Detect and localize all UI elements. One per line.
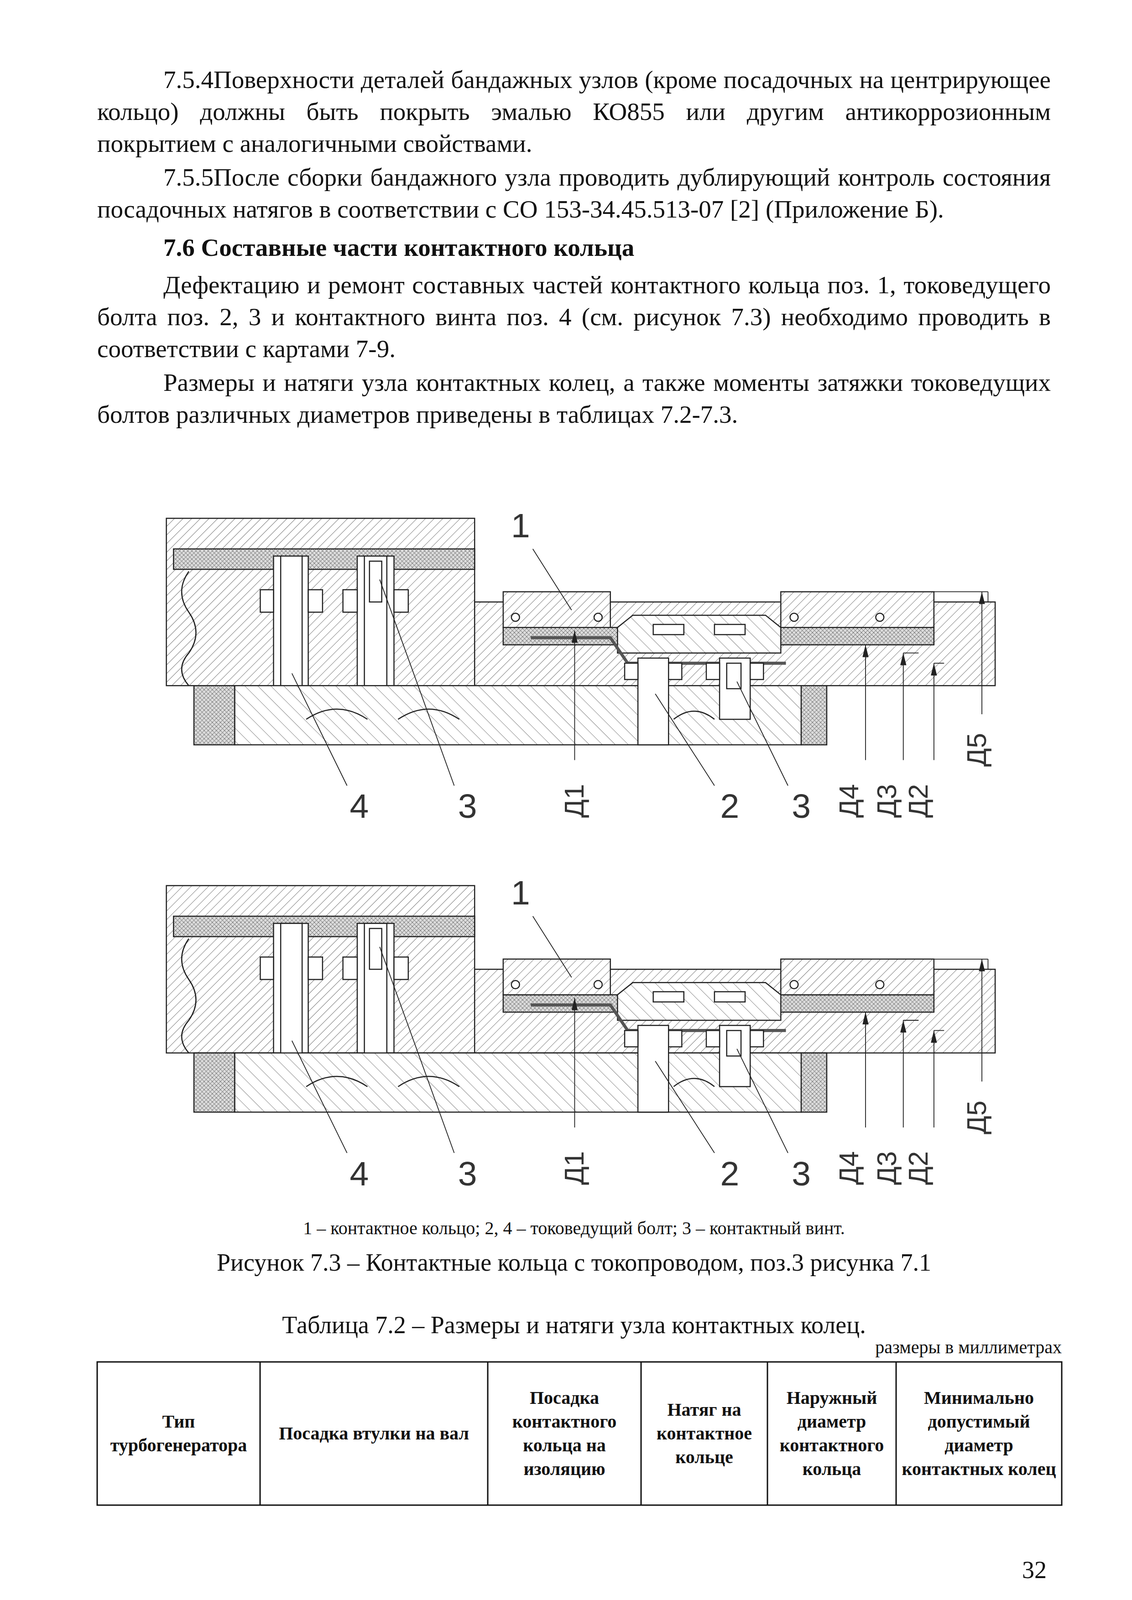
section-drawings bbox=[166, 518, 996, 1153]
table-header-cell: Посадка контактного кольца на изоляцию bbox=[491, 1365, 638, 1503]
table-header-cell: Посадка втулки на вал bbox=[263, 1365, 485, 1503]
table-grid bbox=[97, 1362, 1062, 1506]
contact-ring-section bbox=[166, 886, 996, 1154]
units-note: размеры в миллиметрах bbox=[875, 1336, 1062, 1359]
callout-number: 2 bbox=[720, 789, 740, 824]
figure-caption: Рисунок 7.3 – Контактные кольца с токопр… bbox=[97, 1247, 1051, 1279]
dimension-label: Д3 bbox=[873, 1151, 901, 1186]
paragraph: 7.5.5После сборки бандажного узла провод… bbox=[97, 161, 1051, 226]
callout-number: 4 bbox=[349, 789, 370, 824]
callout-number: 3 bbox=[458, 1156, 478, 1191]
callout-number: 4 bbox=[349, 1156, 370, 1191]
dimension-label: Д1 bbox=[560, 784, 589, 819]
dimension-label: Д5 bbox=[963, 733, 991, 767]
dimension-label: Д4 bbox=[835, 1151, 863, 1186]
dimension-label: Д4 bbox=[835, 784, 863, 819]
callout-number: 2 bbox=[720, 1156, 740, 1191]
paragraph: Размеры и натяги узла контактных колец, … bbox=[97, 366, 1051, 431]
dimension-label: Д2 bbox=[904, 784, 933, 819]
paragraph: Дефектацию и ремонт составных частей кон… bbox=[97, 269, 1051, 366]
callout-number: 1 bbox=[511, 508, 531, 543]
figure-key: 1 – контактное кольцо; 2, 4 – токоведущи… bbox=[97, 1217, 1051, 1241]
callout-number: 3 bbox=[458, 789, 478, 824]
page-number: 32 bbox=[1022, 1555, 1047, 1586]
dimension-label: Д3 bbox=[873, 784, 901, 819]
table-header-cell: Натяг на контактное кольце bbox=[644, 1365, 764, 1503]
text-flow: 7.5.4Поверхности деталей бандажных узлов… bbox=[97, 63, 1051, 433]
table-title: Таблица 7.2 – Размеры и натяги узла конт… bbox=[97, 1310, 1051, 1342]
dimension-label: Д1 bbox=[560, 1151, 589, 1186]
table-header-cell: Минимально допустимый диаметр контактных… bbox=[899, 1365, 1059, 1503]
dimension-label: Д2 bbox=[904, 1151, 933, 1186]
table-header-cell: Наружный диаметр контактного кольца bbox=[771, 1365, 893, 1503]
section-heading: 7.6 Составные части контактного кольца bbox=[97, 231, 1051, 264]
callout-number: 1 bbox=[511, 876, 531, 911]
contact-ring-section bbox=[166, 518, 996, 786]
paragraph: 7.5.4Поверхности деталей бандажных узлов… bbox=[97, 63, 1051, 160]
table-header-cell: Тип турбогенератора bbox=[100, 1365, 257, 1503]
callout-number: 3 bbox=[791, 789, 811, 824]
dimension-label: Д5 bbox=[963, 1100, 991, 1135]
callout-number: 3 bbox=[791, 1156, 811, 1191]
